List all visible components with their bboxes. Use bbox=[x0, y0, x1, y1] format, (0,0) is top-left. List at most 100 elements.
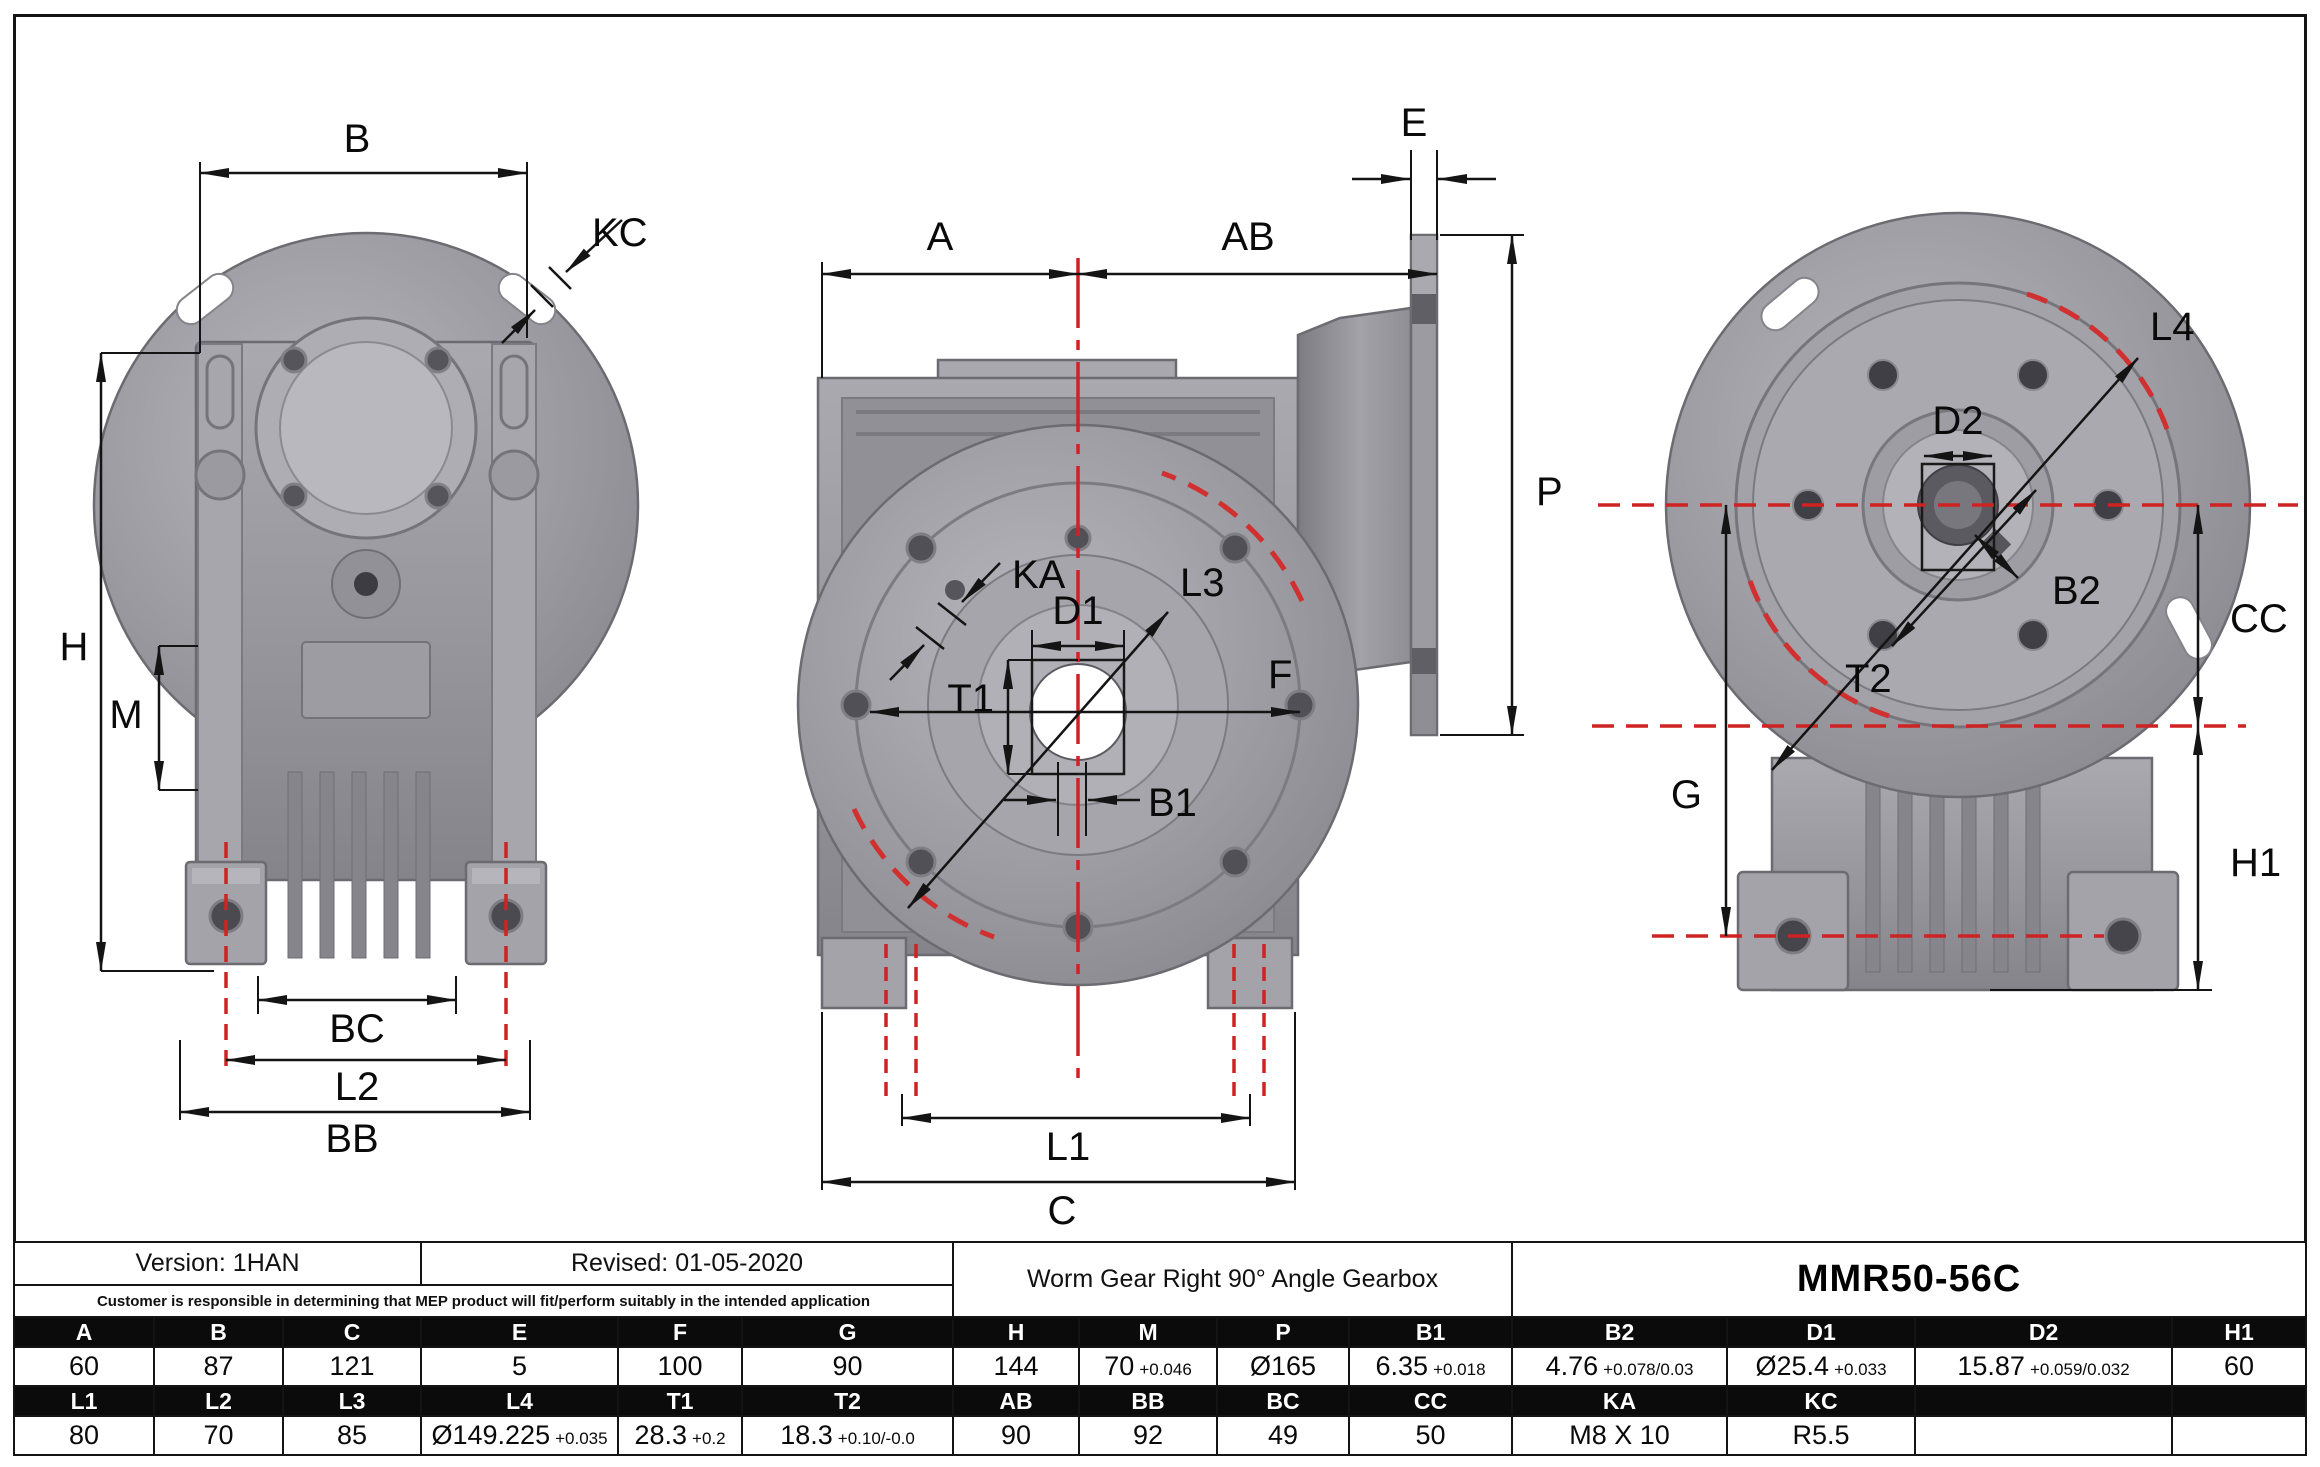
hdr1-cell-1: B bbox=[153, 1316, 284, 1348]
dim-label-t1: T1 bbox=[947, 677, 994, 721]
hdr2-cell-3: L4 bbox=[420, 1385, 620, 1417]
hdr2-cell-1: L2 bbox=[153, 1385, 284, 1417]
val1-cell-3: 5 bbox=[420, 1346, 620, 1387]
title-block-row: Version: 1HAN Revised: 01-05-2020 Worm G… bbox=[12, 1241, 2308, 1318]
hdr2-cell-13 bbox=[2171, 1385, 2308, 1417]
val1-cell-10: 4.76+0.078/0.03 bbox=[1511, 1346, 1729, 1387]
ka-tapped-hole bbox=[945, 580, 965, 600]
dim-T2: T2 bbox=[1845, 489, 2037, 701]
hdr2-cell-10: KA bbox=[1511, 1385, 1729, 1417]
hdr1-cell-5: G bbox=[741, 1316, 955, 1348]
hdr1-cell-3: E bbox=[420, 1316, 620, 1348]
dim-L3: L3 bbox=[907, 561, 1225, 909]
val1-cell-8: Ø165 bbox=[1216, 1346, 1351, 1387]
front-mounting-feet bbox=[820, 936, 1294, 1010]
dim-label-b: B bbox=[344, 117, 371, 161]
rear-flange-notch-left bbox=[175, 272, 235, 326]
hdr1-cell-6: H bbox=[952, 1316, 1081, 1348]
view-front: A AB E P bbox=[796, 101, 1563, 1233]
hdr2-cell-0: L1 bbox=[13, 1385, 155, 1417]
hdr2-cell-4: T1 bbox=[617, 1385, 744, 1417]
dim-label-d1: D1 bbox=[1052, 589, 1103, 633]
val1-cell-12: 15.87+0.059/0.032 bbox=[1914, 1346, 2174, 1387]
disclaimer-row: Customer is responsible in determining t… bbox=[12, 1284, 2306, 1318]
hdr1-cell-8: P bbox=[1216, 1316, 1351, 1348]
dim-label-l2: L2 bbox=[335, 1065, 380, 1109]
dim-G: G bbox=[1671, 504, 1731, 937]
hdr1-cell-7: M bbox=[1078, 1316, 1219, 1348]
dim-label-kc: KC bbox=[592, 211, 648, 255]
val1-cell-9: 6.35+0.018 bbox=[1348, 1346, 1514, 1387]
input-flange-plate bbox=[1409, 233, 1439, 737]
dim-L1: L1 bbox=[901, 1094, 1251, 1169]
dim-H: H bbox=[60, 352, 214, 972]
dim-label-l1: L1 bbox=[1046, 1125, 1091, 1169]
nameplate bbox=[301, 641, 431, 719]
hdr1-cell-0: A bbox=[13, 1316, 155, 1348]
hdr2-cell-8: BC bbox=[1216, 1385, 1351, 1417]
rear-housing bbox=[194, 316, 540, 882]
dim-label-g: G bbox=[1671, 773, 1702, 817]
val2-cell-2: 85 bbox=[281, 1415, 423, 1456]
val1-cell-6: 144 bbox=[952, 1346, 1081, 1387]
dim-label-h: H bbox=[60, 625, 89, 669]
dim-BC: BC bbox=[257, 976, 457, 1051]
dim-label-l3: L3 bbox=[1180, 561, 1225, 605]
dim-D1: D1 bbox=[1031, 589, 1125, 660]
dim-P: P bbox=[1440, 234, 1563, 736]
val1-cell-11: Ø25.4+0.033 bbox=[1726, 1346, 1917, 1387]
dim-label-l4: L4 bbox=[2150, 305, 2195, 349]
dim-A: A bbox=[821, 215, 1079, 378]
dim-label-b1: B1 bbox=[1148, 781, 1197, 825]
dim-label-cc: CC bbox=[2230, 597, 2288, 641]
dim-D2: D2 bbox=[1923, 399, 1993, 461]
val1-cell-1: 87 bbox=[153, 1346, 284, 1387]
hdr2-cell-7: BB bbox=[1078, 1385, 1219, 1417]
model-number: MMR50-56C bbox=[1511, 1241, 2308, 1318]
dim-F: F bbox=[869, 653, 1301, 717]
val1-cell-0: 60 bbox=[13, 1346, 155, 1387]
dim-label-d2: D2 bbox=[1932, 399, 1983, 443]
val1-cell-4: 100 bbox=[617, 1346, 744, 1387]
dim-KC: KC bbox=[501, 211, 648, 344]
spec-table: Version: 1HAN Revised: 01-05-2020 Worm G… bbox=[12, 1241, 2308, 1456]
hdr2-cell-11: KC bbox=[1726, 1385, 1917, 1417]
view-rear: B KC H M bbox=[60, 117, 648, 1161]
technical-drawing: B KC H M bbox=[60, 101, 2298, 1233]
dim-label-ka: KA bbox=[1012, 553, 1066, 597]
val2-cell-6: 90 bbox=[952, 1415, 1081, 1456]
val2-cell-12 bbox=[1914, 1415, 2174, 1456]
rear-heatsink-fins bbox=[287, 771, 431, 959]
val2-cell-4: 28.3+0.2 bbox=[617, 1415, 744, 1456]
val2-cell-11: R5.5 bbox=[1726, 1415, 1917, 1456]
dim-label-ab: AB bbox=[1221, 215, 1274, 259]
dim-label-e: E bbox=[1401, 101, 1428, 145]
dim-C: C bbox=[821, 1012, 1296, 1233]
dim-label-f: F bbox=[1268, 653, 1292, 697]
val2-cell-10: M8 X 10 bbox=[1511, 1415, 1729, 1456]
hdr1-cell-11: D1 bbox=[1726, 1316, 1917, 1348]
val1-cell-7: 70+0.046 bbox=[1078, 1346, 1219, 1387]
dim-label-t2: T2 bbox=[1845, 657, 1892, 701]
hdr1-cell-4: F bbox=[617, 1316, 744, 1348]
view-flange-face: L4 D2 B2 T2 G CC bbox=[1592, 211, 2298, 992]
val2-cell-13 bbox=[2171, 1415, 2308, 1456]
dim-CC: CC bbox=[2193, 504, 2288, 727]
dim-H1: H1 bbox=[1990, 725, 2281, 991]
dim-AB: AB bbox=[1077, 215, 1438, 279]
val2-cell-3: Ø149.225+0.035 bbox=[420, 1415, 620, 1456]
val2-cell-1: 70 bbox=[153, 1415, 284, 1456]
hdr2-cell-6: AB bbox=[952, 1385, 1081, 1417]
input-flange-notch-left bbox=[1760, 276, 1820, 332]
dim-label-bc: BC bbox=[329, 1007, 385, 1051]
dim-M: M bbox=[109, 645, 198, 791]
dim-L2: L2 bbox=[225, 1055, 507, 1109]
revised-cell: Revised: 01-05-2020 bbox=[420, 1241, 955, 1286]
version-cell: Version: 1HAN bbox=[12, 1241, 423, 1286]
dim-label-p: P bbox=[1536, 470, 1563, 514]
